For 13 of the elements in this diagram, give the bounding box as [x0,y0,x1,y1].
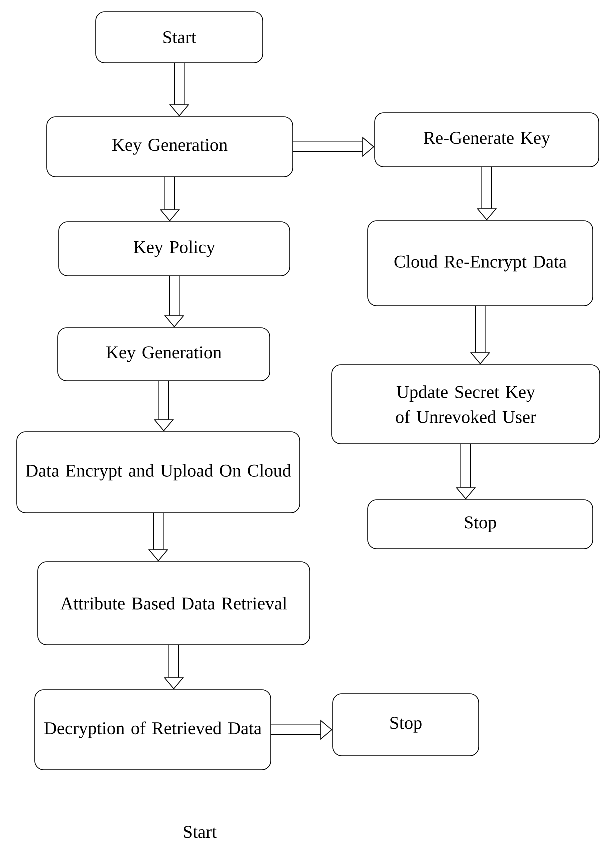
process-box: Stop [368,500,594,550]
process-box: Re-Generate Key [374,112,600,168]
process-box: Key Generation [58,328,270,382]
process-box: Stop [332,694,480,756]
caption-text: Start [184,826,217,838]
process-box: Update Secret Key of Unrevoked User [332,364,600,444]
process-box: Data Encrypt and Upload On Cloud [16,432,300,514]
process-box: Attribute Based Data Retrieval [38,562,310,646]
process-box: Key Generation [46,116,294,178]
process-box: Cloud Re-Encrypt Data [368,220,594,306]
process-box: Key Policy [58,222,290,276]
process-box: Start [96,12,264,64]
process-box: Decryption of Retrieved Data [34,690,272,770]
